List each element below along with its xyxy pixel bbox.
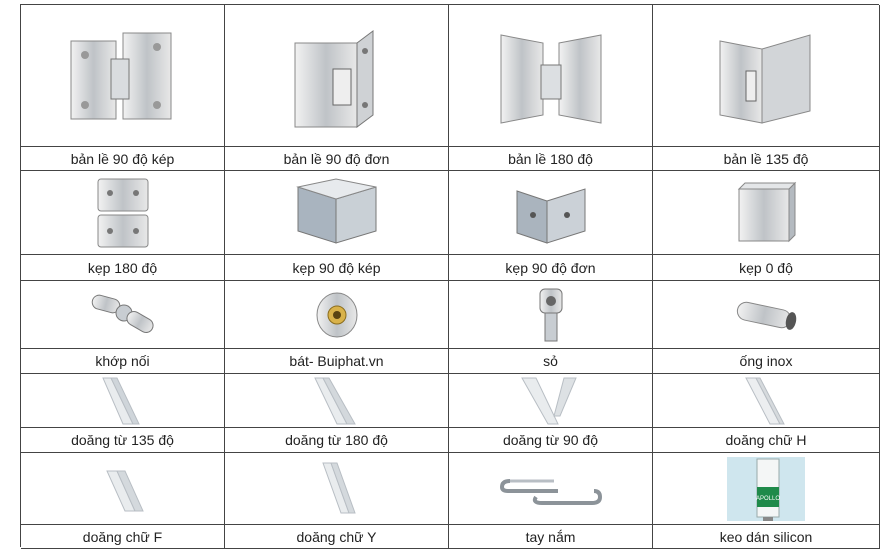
label-clamp-90-double: kẹp 90 độ kép xyxy=(225,255,449,281)
label-magnetic-seal-135: doăng từ 135 độ xyxy=(21,428,225,453)
hinge-90-double-icon xyxy=(70,32,171,119)
socket-icon xyxy=(539,288,562,341)
silicone-tube-text: APOLLO xyxy=(756,496,780,502)
cell-joint xyxy=(21,281,225,349)
label-clamp-0: kẹp 0 độ xyxy=(653,255,880,281)
cell-clamp-180 xyxy=(21,171,225,255)
clamp-0-icon xyxy=(737,181,797,242)
cell-h-seal xyxy=(653,374,880,428)
cell-inox-tube xyxy=(653,281,880,349)
bracket-icon xyxy=(316,292,357,337)
cell-hinge-90-double xyxy=(21,5,225,147)
clamp-180-icon xyxy=(97,178,148,247)
label-h-seal: doăng chữ H xyxy=(653,428,880,453)
cell-hinge-135 xyxy=(653,5,880,147)
y-seal-icon xyxy=(321,462,356,513)
label-hinge-135: bản lề 135 độ xyxy=(653,147,880,171)
label-socket: sỏ xyxy=(449,349,653,374)
hinge-180-icon xyxy=(500,33,601,124)
cell-clamp-0 xyxy=(653,171,880,255)
label-hinge-90-double: bản lề 90 độ kép xyxy=(21,147,225,171)
hinge-90-single-icon xyxy=(294,29,373,128)
label-joint: khớp nối xyxy=(21,349,225,374)
handle-icon xyxy=(499,478,602,505)
cell-magnetic-seal-90 xyxy=(449,374,653,428)
cell-handle xyxy=(449,453,653,525)
label-inox-tube: ống inox xyxy=(653,349,880,374)
cell-socket xyxy=(449,281,653,349)
label-f-seal: doăng chữ F xyxy=(21,525,225,549)
label-magnetic-seal-90: doăng từ 90 độ xyxy=(449,428,653,453)
label-handle: tay nắm xyxy=(449,525,653,549)
magnetic-seal-180-icon xyxy=(313,377,356,424)
cell-hinge-90-single xyxy=(225,5,449,147)
label-hinge-90-single: bản lề 90 độ đơn xyxy=(225,147,449,171)
cell-f-seal xyxy=(21,453,225,525)
label-silicone-glue: keo dán silicon xyxy=(653,525,880,549)
label-clamp-180: kẹp 180 độ xyxy=(21,255,225,281)
label-bracket: bát- Buiphat.vn xyxy=(225,349,449,374)
label-clamp-90-single: kẹp 90 độ đơn xyxy=(449,255,653,281)
cell-hinge-180 xyxy=(449,5,653,147)
inox-tube-icon xyxy=(736,301,797,330)
cell-clamp-90-single xyxy=(449,171,653,255)
cell-clamp-90-double xyxy=(225,171,449,255)
hinge-135-icon xyxy=(719,33,811,124)
label-hinge-180: bản lề 180 độ xyxy=(449,147,653,171)
cell-magnetic-seal-135 xyxy=(21,374,225,428)
joint-icon xyxy=(91,294,154,333)
label-magnetic-seal-180: doăng từ 180 độ xyxy=(225,428,449,453)
silicone-glue-icon: APOLLO xyxy=(727,456,805,521)
h-seal-icon xyxy=(745,377,785,424)
product-table: bản lề 90 độ kép bản lề 90 độ đơn bản lề… xyxy=(20,4,880,549)
cell-silicone-glue: APOLLO xyxy=(653,453,880,525)
cell-y-seal xyxy=(225,453,449,525)
clamp-90-double-icon xyxy=(295,177,376,244)
label-y-seal: doăng chữ Y xyxy=(225,525,449,549)
clamp-90-single-icon xyxy=(516,187,585,244)
magnetic-seal-90-icon xyxy=(520,377,577,424)
cell-magnetic-seal-180 xyxy=(225,374,449,428)
magnetic-seal-135-icon xyxy=(101,377,140,424)
cell-bracket xyxy=(225,281,449,349)
f-seal-icon xyxy=(105,470,144,511)
